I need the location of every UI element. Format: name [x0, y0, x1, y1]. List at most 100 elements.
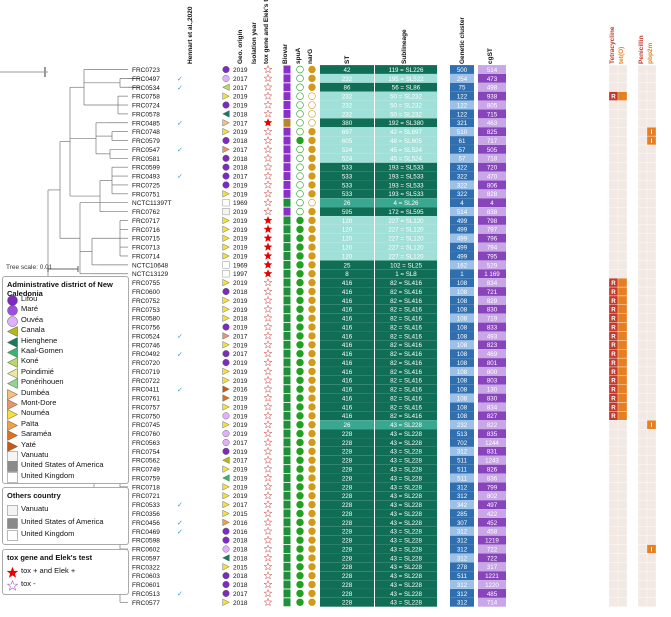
sublineage-value: 227 = SL120 [388, 236, 424, 243]
sublineage-value: 50 = SL232 [390, 94, 422, 101]
tet-o-cell [617, 322, 628, 332]
tox-star-icon [263, 135, 273, 145]
cgst-value: 1243 [485, 458, 499, 465]
st-cell [320, 251, 374, 261]
sublineage-cell [375, 153, 437, 163]
narg-marker [308, 367, 316, 376]
genetic-cluster-value: 702 [457, 440, 468, 447]
tetracycline-r-label: R [611, 298, 616, 305]
spua-marker [296, 136, 304, 145]
st-cell [320, 553, 374, 563]
legend-admin-label: Ponérihouen [21, 377, 64, 387]
narg-marker [308, 127, 316, 136]
pbp2m-cell [646, 198, 657, 208]
narg-marker [308, 492, 316, 500]
legend-admin-label: Lifou [21, 294, 38, 303]
penicillin-cell [637, 91, 648, 101]
genetic-cluster-value: 499 [457, 245, 468, 252]
sublineage-cell [375, 526, 437, 536]
st-value: 120 [342, 218, 353, 225]
spua-marker [296, 447, 304, 456]
pbp2m-cell [646, 464, 657, 474]
genetic-cluster-cell [450, 571, 474, 581]
cgst-cell [478, 402, 506, 412]
legend-triangle-icon [7, 439, 19, 452]
sublineage-cell [375, 429, 437, 438]
strain-id-label: FRC0469 [132, 529, 160, 536]
genetic-cluster-value: 312 [457, 591, 468, 598]
tet-o-cell [617, 553, 628, 563]
spua-marker [296, 145, 304, 154]
tet-o-cell [617, 286, 628, 297]
genetic-cluster-cell [450, 429, 474, 438]
sublineage-cell [375, 313, 437, 323]
tox-star-icon [263, 171, 273, 180]
strain-id-label: FRC0580 [132, 316, 160, 323]
penicillin-cell [637, 242, 648, 252]
cgst-value: 799 [487, 484, 498, 491]
st-value: 86 [344, 85, 351, 92]
st-value: 533 [342, 173, 353, 180]
strain-id-label: FRC0322 [132, 564, 160, 571]
cgst-cell [478, 91, 506, 101]
tox-star-icon [263, 588, 273, 598]
tetracycline-cell [608, 64, 619, 75]
tetracycline-cell [608, 588, 619, 598]
st-value: 416 [342, 351, 353, 358]
cgst-cell [478, 304, 506, 314]
geo-origin-marker [222, 278, 230, 287]
cgst-value: 826 [487, 467, 498, 474]
genetic-cluster-cell [450, 260, 474, 270]
cgst-cell [478, 198, 506, 208]
cgst-cell [478, 562, 506, 572]
sublineage-cell [375, 340, 437, 350]
genetic-cluster-cell [450, 526, 474, 536]
tetracycline-cell [608, 135, 619, 146]
penicillin-cell [637, 313, 648, 323]
tetracycline-cell [608, 526, 619, 536]
geo-origin-marker [222, 572, 230, 580]
penicillin-cell [637, 153, 648, 163]
narg-marker [308, 536, 316, 544]
spua-marker [296, 589, 304, 598]
penicillin-cell [637, 127, 648, 137]
legend-admin-title: Administrative district of New Caledonia [7, 280, 113, 298]
sublineage-cell [375, 393, 437, 403]
genetic-cluster-value: 514 [457, 209, 468, 216]
biovar-cell [283, 349, 291, 358]
spua-marker [296, 190, 304, 198]
penicillin-cell [637, 446, 648, 456]
tetracycline-cell [608, 597, 619, 607]
spua-marker [296, 429, 304, 438]
penicillin-cell [637, 429, 648, 439]
st-cell [320, 384, 374, 394]
st-value: 120 [342, 236, 353, 243]
biovar-cell [283, 287, 291, 296]
geo-origin-marker [222, 554, 230, 562]
cgst-cell [478, 171, 506, 181]
isolation-year: 2019 [233, 325, 248, 332]
sublineage-value: 4 = SL26 [394, 200, 420, 207]
tet-o-cell [617, 331, 628, 341]
spua-marker [296, 163, 304, 171]
narg-marker [308, 234, 316, 242]
genetic-cluster-value: 122 [457, 102, 468, 109]
st-cell [320, 526, 374, 536]
cgst-value: 505 [487, 147, 498, 154]
geo-origin-marker [222, 403, 230, 411]
genetic-cluster-value: 108 [457, 369, 468, 376]
tet-o-cell [617, 171, 628, 181]
sublineage-cell [375, 402, 437, 412]
tox-star-icon [263, 446, 273, 456]
genetic-cluster-cell [450, 500, 474, 510]
pbp2m-cell [646, 322, 657, 332]
biovar-cell [283, 447, 291, 456]
isolation-year: 2018 [233, 538, 248, 545]
isolation-year: 2017 [233, 120, 248, 127]
